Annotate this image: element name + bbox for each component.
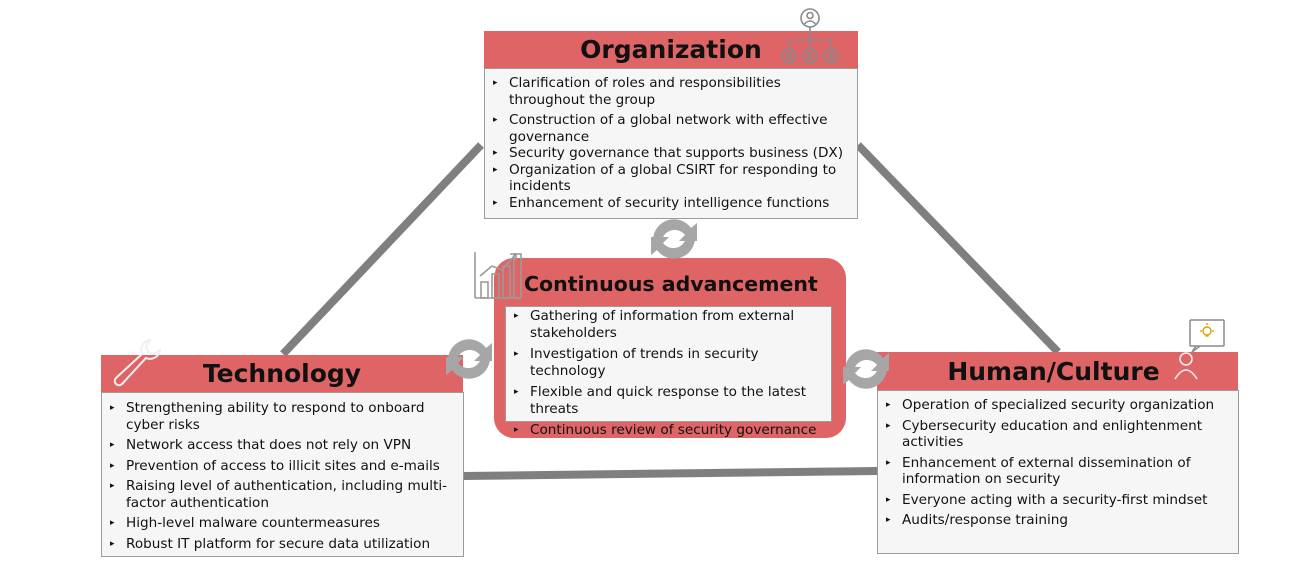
list-item: Flexible and quick response to the lates… — [512, 384, 830, 417]
list-item: Everyone acting with a security-first mi… — [884, 492, 1230, 509]
connector-tech-human — [462, 467, 879, 480]
list-item: Raising level of authentication, includi… — [108, 478, 455, 511]
cycle-icon-left — [446, 339, 492, 379]
list-item: Investigation of trends in security tech… — [512, 346, 830, 379]
list-item: Construction of a global network with ef… — [491, 112, 849, 145]
continuous-title: Continuous advancement — [524, 272, 818, 296]
list-item: Audits/response training — [884, 512, 1230, 529]
technology-header: Technology — [101, 355, 463, 392]
organization-body: Clarification of roles and responsibilit… — [484, 68, 858, 219]
organization-list: Clarification of roles and responsibilit… — [491, 75, 849, 211]
list-item: Security governance that supports busine… — [491, 145, 849, 162]
human-title: Human/Culture — [947, 356, 1160, 386]
org-chart-icon — [781, 8, 839, 64]
list-item: Organization of a global CSIRT for respo… — [491, 162, 849, 195]
continuous-list-wrap: Gathering of information from external s… — [512, 308, 830, 443]
organization-title: Organization — [580, 35, 762, 64]
technology-list: Strengthening ability to respond to onbo… — [108, 400, 455, 552]
human-body: Operation of specialized security organi… — [877, 390, 1239, 554]
wrench-icon — [113, 338, 162, 387]
list-item: Gathering of information from external s… — [512, 308, 830, 341]
list-item: Operation of specialized security organi… — [884, 397, 1230, 414]
connector-org-human — [855, 142, 1061, 355]
list-item: Cybersecurity education and enlightenmen… — [884, 418, 1230, 451]
cycle-icon-top — [651, 219, 697, 259]
list-item: High-level malware countermeasures — [108, 515, 455, 532]
list-item: Robust IT platform for secure data utili… — [108, 536, 455, 553]
list-item: Strengthening ability to respond to onbo… — [108, 400, 455, 433]
list-item: Enhancement of security intelligence fun… — [491, 195, 849, 212]
list-item: Network access that does not rely on VPN — [108, 437, 455, 454]
organization-header: Organization — [484, 31, 858, 68]
human-header: Human/Culture — [877, 352, 1238, 390]
person-idea-icon — [1174, 319, 1225, 380]
list-item: Continuous review of security governance — [512, 422, 830, 439]
technology-title: Technology — [202, 359, 362, 388]
human-list: Operation of specialized security organi… — [884, 397, 1230, 529]
technology-body: Strengthening ability to respond to onbo… — [101, 392, 464, 557]
connector-org-tech — [280, 142, 484, 357]
list-item: Clarification of roles and responsibilit… — [491, 75, 849, 108]
cycle-icon-right — [843, 349, 889, 389]
list-item: Prevention of access to illicit sites an… — [108, 458, 455, 475]
list-item: Enhancement of external dissemination of… — [884, 455, 1230, 488]
growth-chart-icon — [474, 252, 522, 299]
continuous-list: Gathering of information from external s… — [512, 308, 830, 439]
